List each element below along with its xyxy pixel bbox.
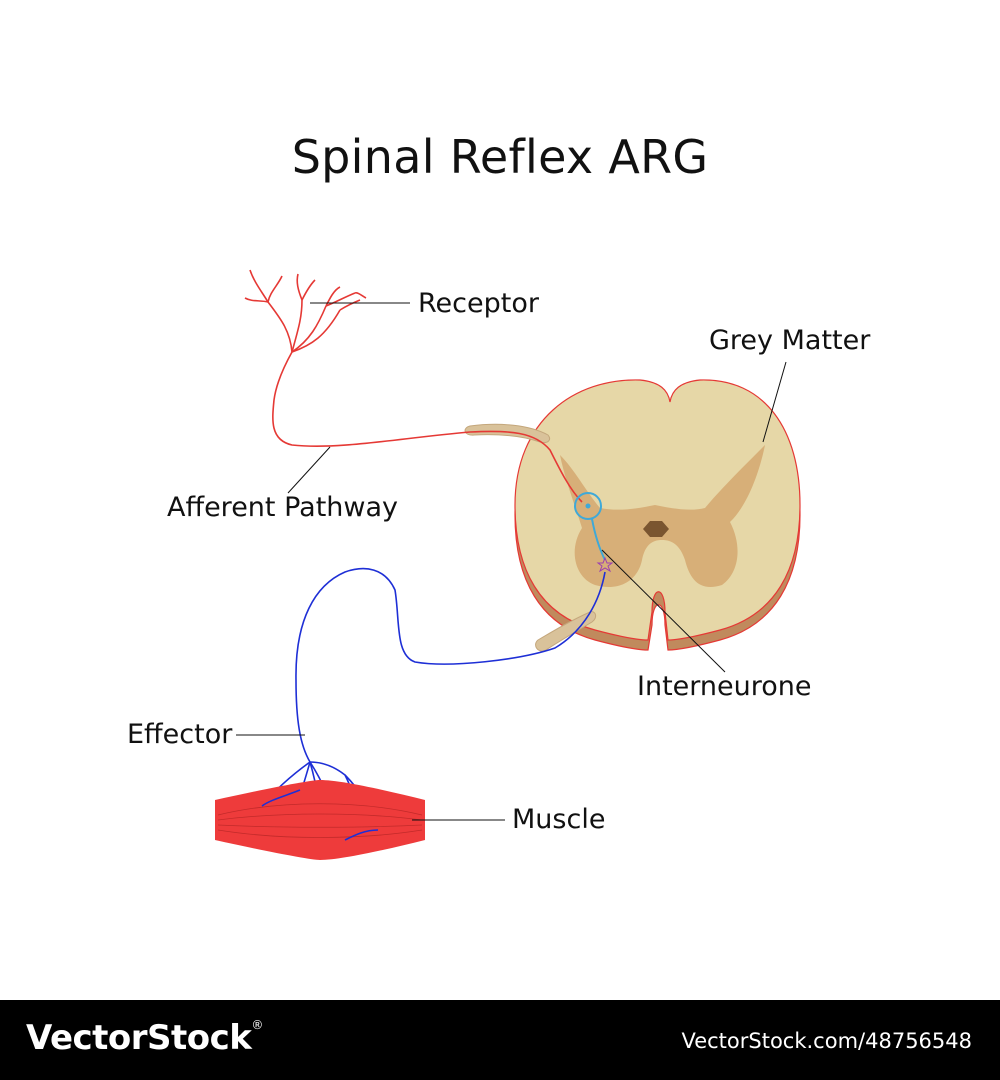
receptor-label: Receptor xyxy=(418,288,539,319)
grey-matter xyxy=(560,445,765,588)
interneuron-cell-body xyxy=(574,492,602,520)
spinal-reflex-diagram: Spinal Reflex ARG xyxy=(127,130,871,860)
afferent-pathway-label: Afferent Pathway xyxy=(167,492,399,523)
registered-mark: ® xyxy=(251,1018,263,1032)
interneurone-label: Interneurone xyxy=(637,671,812,702)
muscle-body xyxy=(215,780,425,860)
spinal-cord-cross-section xyxy=(514,379,801,651)
afferent-neuron xyxy=(244,269,583,503)
vectorstock-logo[interactable]: VectorStock® xyxy=(26,1018,263,1058)
diagram-illustration xyxy=(215,269,801,860)
interneuron xyxy=(574,492,614,573)
grey-matter-label: Grey Matter xyxy=(709,325,871,356)
afferent-pathway-leader xyxy=(287,446,331,494)
image-id: VectorStock.com/48756548 xyxy=(681,1029,972,1053)
interneurone-leader xyxy=(601,549,726,673)
ventral-root xyxy=(535,611,597,652)
muscle-illustration xyxy=(215,780,425,860)
leader-lines xyxy=(236,302,787,821)
central-canal xyxy=(643,521,669,537)
grey-matter-leader xyxy=(762,361,787,443)
effector-label: Effector xyxy=(127,719,233,750)
brand-name: VectorStock xyxy=(26,1018,252,1058)
muscle-label: Muscle xyxy=(512,804,606,835)
diagram-title: Spinal Reflex ARG xyxy=(291,130,709,184)
synapse-star xyxy=(596,556,614,573)
watermark-footer: VectorStock® VectorStock.com/48756548 xyxy=(0,1000,1000,1080)
